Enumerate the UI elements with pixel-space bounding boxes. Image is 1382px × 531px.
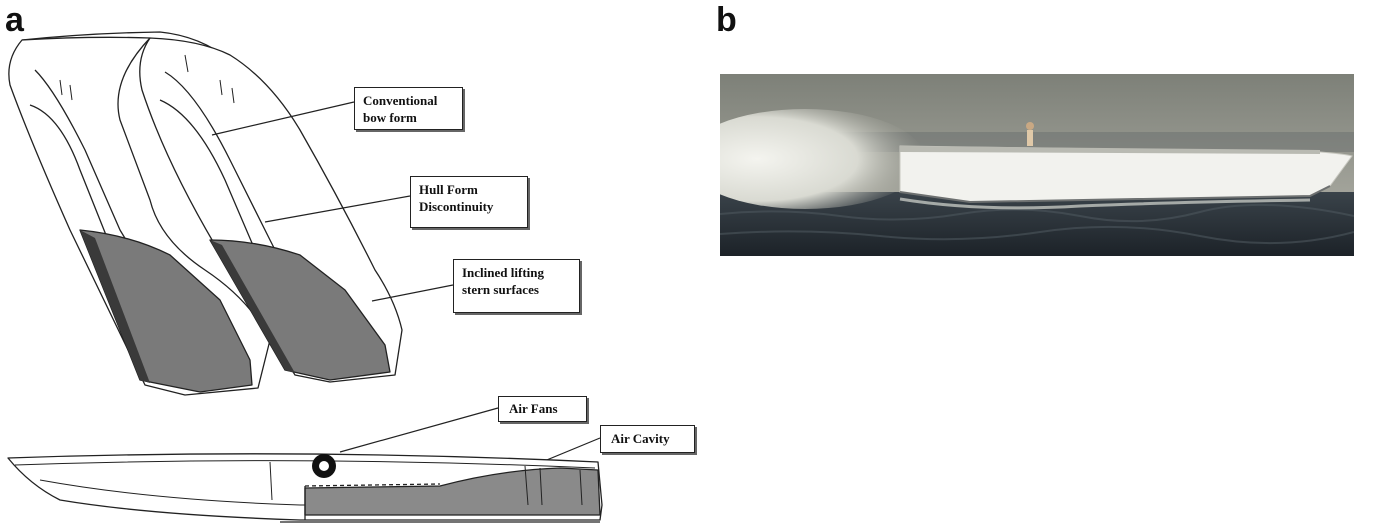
cavity-dashed-top [304,483,441,487]
wake [899,197,1311,210]
left-hull-inner2 [29,104,111,246]
right-stern-surface [209,239,391,381]
person-icon [1026,122,1034,146]
callout-stern-surfaces: Inclined lifting stern surfaces [453,259,580,313]
callout-hull-discontinuity: Hull Form Discontinuity [410,176,528,228]
leader-bow [211,101,355,136]
right-stern-dark [210,240,295,373]
twin-hull-perspective [8,31,403,396]
callout-bow-form: Conventional bow form [354,87,463,130]
callout-air-fans: Air Fans [498,396,587,422]
boat-photo [720,74,1354,256]
hull-diagram [7,31,603,523]
leader-hull [264,195,411,223]
deck-edge [21,31,231,61]
boat-hull [899,145,1353,203]
wave-texture [720,203,1354,245]
spray-cloud [720,109,925,209]
air-fan-icon [312,454,336,478]
boat-waterline [899,185,1331,204]
leader-stern [371,284,454,302]
side-sheer-line [14,460,596,469]
callout-air-cavity: Air Cavity [600,425,695,453]
panel-a-label: a [5,1,24,39]
boat-deck-shadow [900,146,1320,154]
right-hull-inner2 [159,99,256,251]
side-profile [7,453,603,523]
hatch-marks [59,54,235,104]
side-marks [269,461,583,506]
left-stern-surface [79,229,253,393]
leader-fans [339,407,499,453]
panel-b-label: b [716,1,737,39]
left-stern-dark [80,230,150,383]
side-keel-line [39,479,600,506]
